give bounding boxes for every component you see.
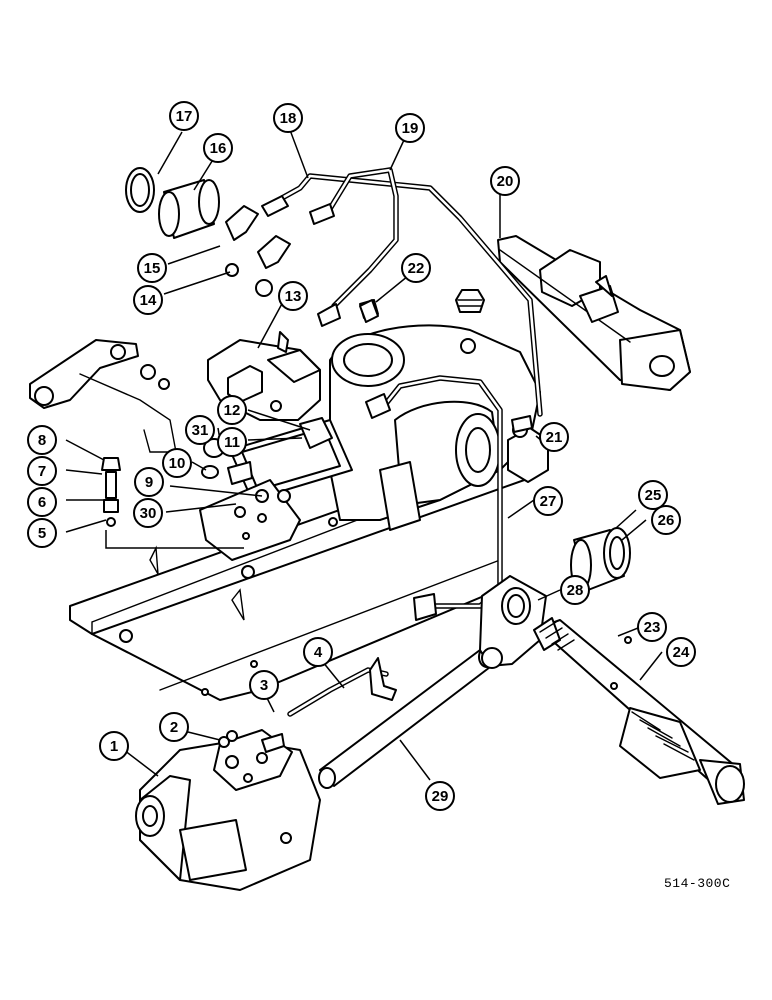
svg-text:17: 17 [176, 108, 193, 125]
svg-text:30: 30 [140, 505, 157, 522]
callout-4: 4 [303, 637, 333, 667]
callout-1: 1 [99, 731, 129, 761]
svg-text:15: 15 [144, 260, 161, 277]
callout-6: 6 [27, 487, 57, 517]
callout-24: 24 [666, 637, 696, 667]
svg-text:2: 2 [170, 719, 178, 736]
svg-text:18: 18 [280, 110, 297, 127]
lift-shaft-assembly [497, 235, 691, 391]
svg-text:20: 20 [497, 173, 514, 190]
fittings [225, 195, 437, 621]
splined-shaft [533, 617, 745, 805]
callout-19: 19 [395, 113, 425, 143]
svg-text:21: 21 [546, 429, 563, 446]
svg-text:5: 5 [38, 525, 46, 542]
callout-18: 18 [273, 103, 303, 133]
callout-25: 25 [638, 480, 668, 510]
svg-text:29: 29 [432, 788, 449, 805]
fitting-block [507, 415, 549, 483]
leader-lines [65, 129, 663, 781]
callout-8: 8 [27, 425, 57, 455]
figure-reference-code: 514-300C [664, 876, 731, 891]
svg-text:25: 25 [645, 487, 662, 504]
svg-text:14: 14 [140, 292, 157, 309]
svg-text:7: 7 [38, 463, 46, 480]
callout-27: 27 [533, 486, 563, 516]
callout-20: 20 [490, 166, 520, 196]
svg-text:23: 23 [644, 619, 661, 636]
plug [359, 299, 379, 323]
linkage-rod [369, 657, 397, 701]
svg-text:31: 31 [192, 422, 209, 439]
hydraulic-pump [135, 729, 321, 891]
callout-2: 2 [159, 712, 189, 742]
callout-30: 30 [133, 498, 163, 528]
svg-text:16: 16 [210, 140, 227, 157]
callout-10: 10 [162, 448, 192, 478]
svg-text:11: 11 [224, 434, 240, 451]
callout-29: 29 [425, 781, 455, 811]
callout-11: 11 [217, 427, 247, 457]
callout-23: 23 [637, 612, 667, 642]
callout-9: 9 [134, 467, 164, 497]
svg-text:27: 27 [540, 493, 557, 510]
callout-7: 7 [27, 456, 57, 486]
bearing-and-seal [570, 527, 631, 591]
callout-28: 28 [560, 575, 590, 605]
callout-3: 3 [249, 670, 279, 700]
callout-12: 12 [217, 395, 247, 425]
cross-bar [318, 646, 496, 789]
callout-16: 16 [203, 133, 233, 163]
callout-15: 15 [137, 253, 167, 283]
callout-26: 26 [651, 505, 681, 535]
bushing-and-seal [125, 167, 220, 239]
callout-14: 14 [133, 285, 163, 315]
svg-text:19: 19 [402, 120, 419, 137]
svg-text:10: 10 [169, 455, 186, 472]
svg-text:22: 22 [408, 260, 425, 277]
callout-17: 17 [169, 101, 199, 131]
callout-31: 31 [185, 415, 215, 445]
svg-text:28: 28 [567, 582, 584, 599]
relief-valve-stack [101, 457, 121, 527]
svg-text:3: 3 [260, 677, 268, 694]
svg-text:13: 13 [285, 288, 302, 305]
callout-22: 22 [401, 253, 431, 283]
callout-21: 21 [539, 422, 569, 452]
svg-text:1: 1 [110, 738, 118, 755]
svg-text:26: 26 [658, 512, 675, 529]
lever-arm [479, 575, 547, 669]
svg-text:4: 4 [314, 644, 323, 661]
hydraulic-housing [329, 289, 541, 531]
callout-5: 5 [27, 518, 57, 548]
callout-13: 13 [278, 281, 308, 311]
svg-text:8: 8 [38, 432, 46, 449]
svg-text:12: 12 [224, 402, 241, 419]
svg-text:6: 6 [38, 494, 46, 511]
svg-text:9: 9 [145, 474, 153, 491]
lift-arm-bracket [29, 339, 177, 453]
svg-text:24: 24 [673, 644, 690, 661]
